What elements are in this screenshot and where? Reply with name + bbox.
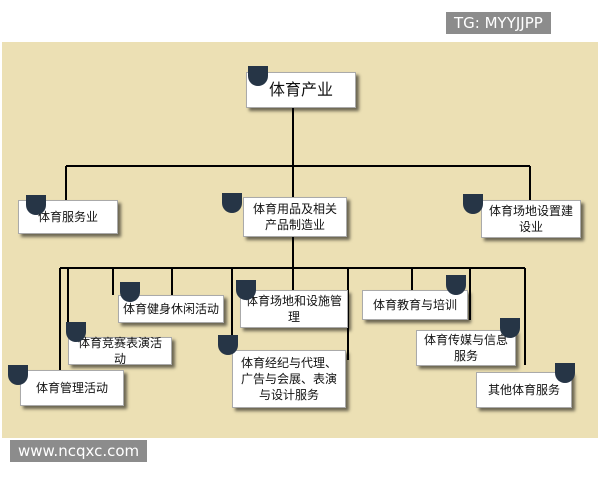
- node-management: 体育管理活动: [20, 370, 124, 406]
- node-agency: 体育经纪与代理、广告与会展、表演与设计服务: [232, 350, 346, 408]
- node-service-label: 体育服务业: [37, 210, 98, 224]
- node-root-label: 体育产业: [268, 80, 333, 99]
- tab-marker: [248, 66, 268, 86]
- node-education: 体育教育与培训: [362, 290, 468, 320]
- node-venue-mgmt: 体育场地和设施管理: [240, 290, 348, 328]
- watermark-top: TG: MYYJJPP: [446, 12, 551, 34]
- tab-marker: [500, 318, 520, 338]
- tab-marker: [555, 363, 575, 383]
- node-venue-build-label: 体育场地设置建设业: [488, 204, 573, 234]
- watermark-bottom: www.ncqxc.com: [10, 440, 148, 462]
- tab-marker: [222, 193, 242, 213]
- tab-marker: [236, 280, 256, 300]
- node-competition: 体育竞赛表演活动: [68, 336, 172, 366]
- tab-marker: [218, 335, 238, 355]
- tab-marker: [463, 194, 483, 214]
- node-venue-mgmt-label: 体育场地和设施管理: [245, 294, 342, 324]
- node-education-label: 体育教育与培训: [372, 298, 457, 312]
- node-goods-label: 体育用品及相关产品制造业: [252, 202, 337, 232]
- tab-marker: [446, 275, 466, 295]
- node-media-label: 体育传媒与信息服务: [423, 333, 508, 363]
- node-competition-label: 体育竞赛表演活动: [77, 336, 162, 366]
- node-goods: 体育用品及相关产品制造业: [243, 197, 347, 237]
- tab-marker: [8, 365, 28, 385]
- node-other-label: 其他体育服务: [487, 383, 560, 397]
- node-media: 体育传媒与信息服务: [416, 330, 516, 366]
- node-management-label: 体育管理活动: [35, 381, 108, 395]
- tab-marker: [26, 195, 46, 215]
- node-fitness-label: 体育健身休闲活动: [123, 302, 220, 316]
- tab-marker: [66, 322, 86, 342]
- node-venue-build: 体育场地设置建设业: [481, 200, 581, 238]
- tab-marker: [120, 282, 140, 302]
- node-agency-label: 体育经纪与代理、广告与会展、表演与设计服务: [240, 356, 337, 402]
